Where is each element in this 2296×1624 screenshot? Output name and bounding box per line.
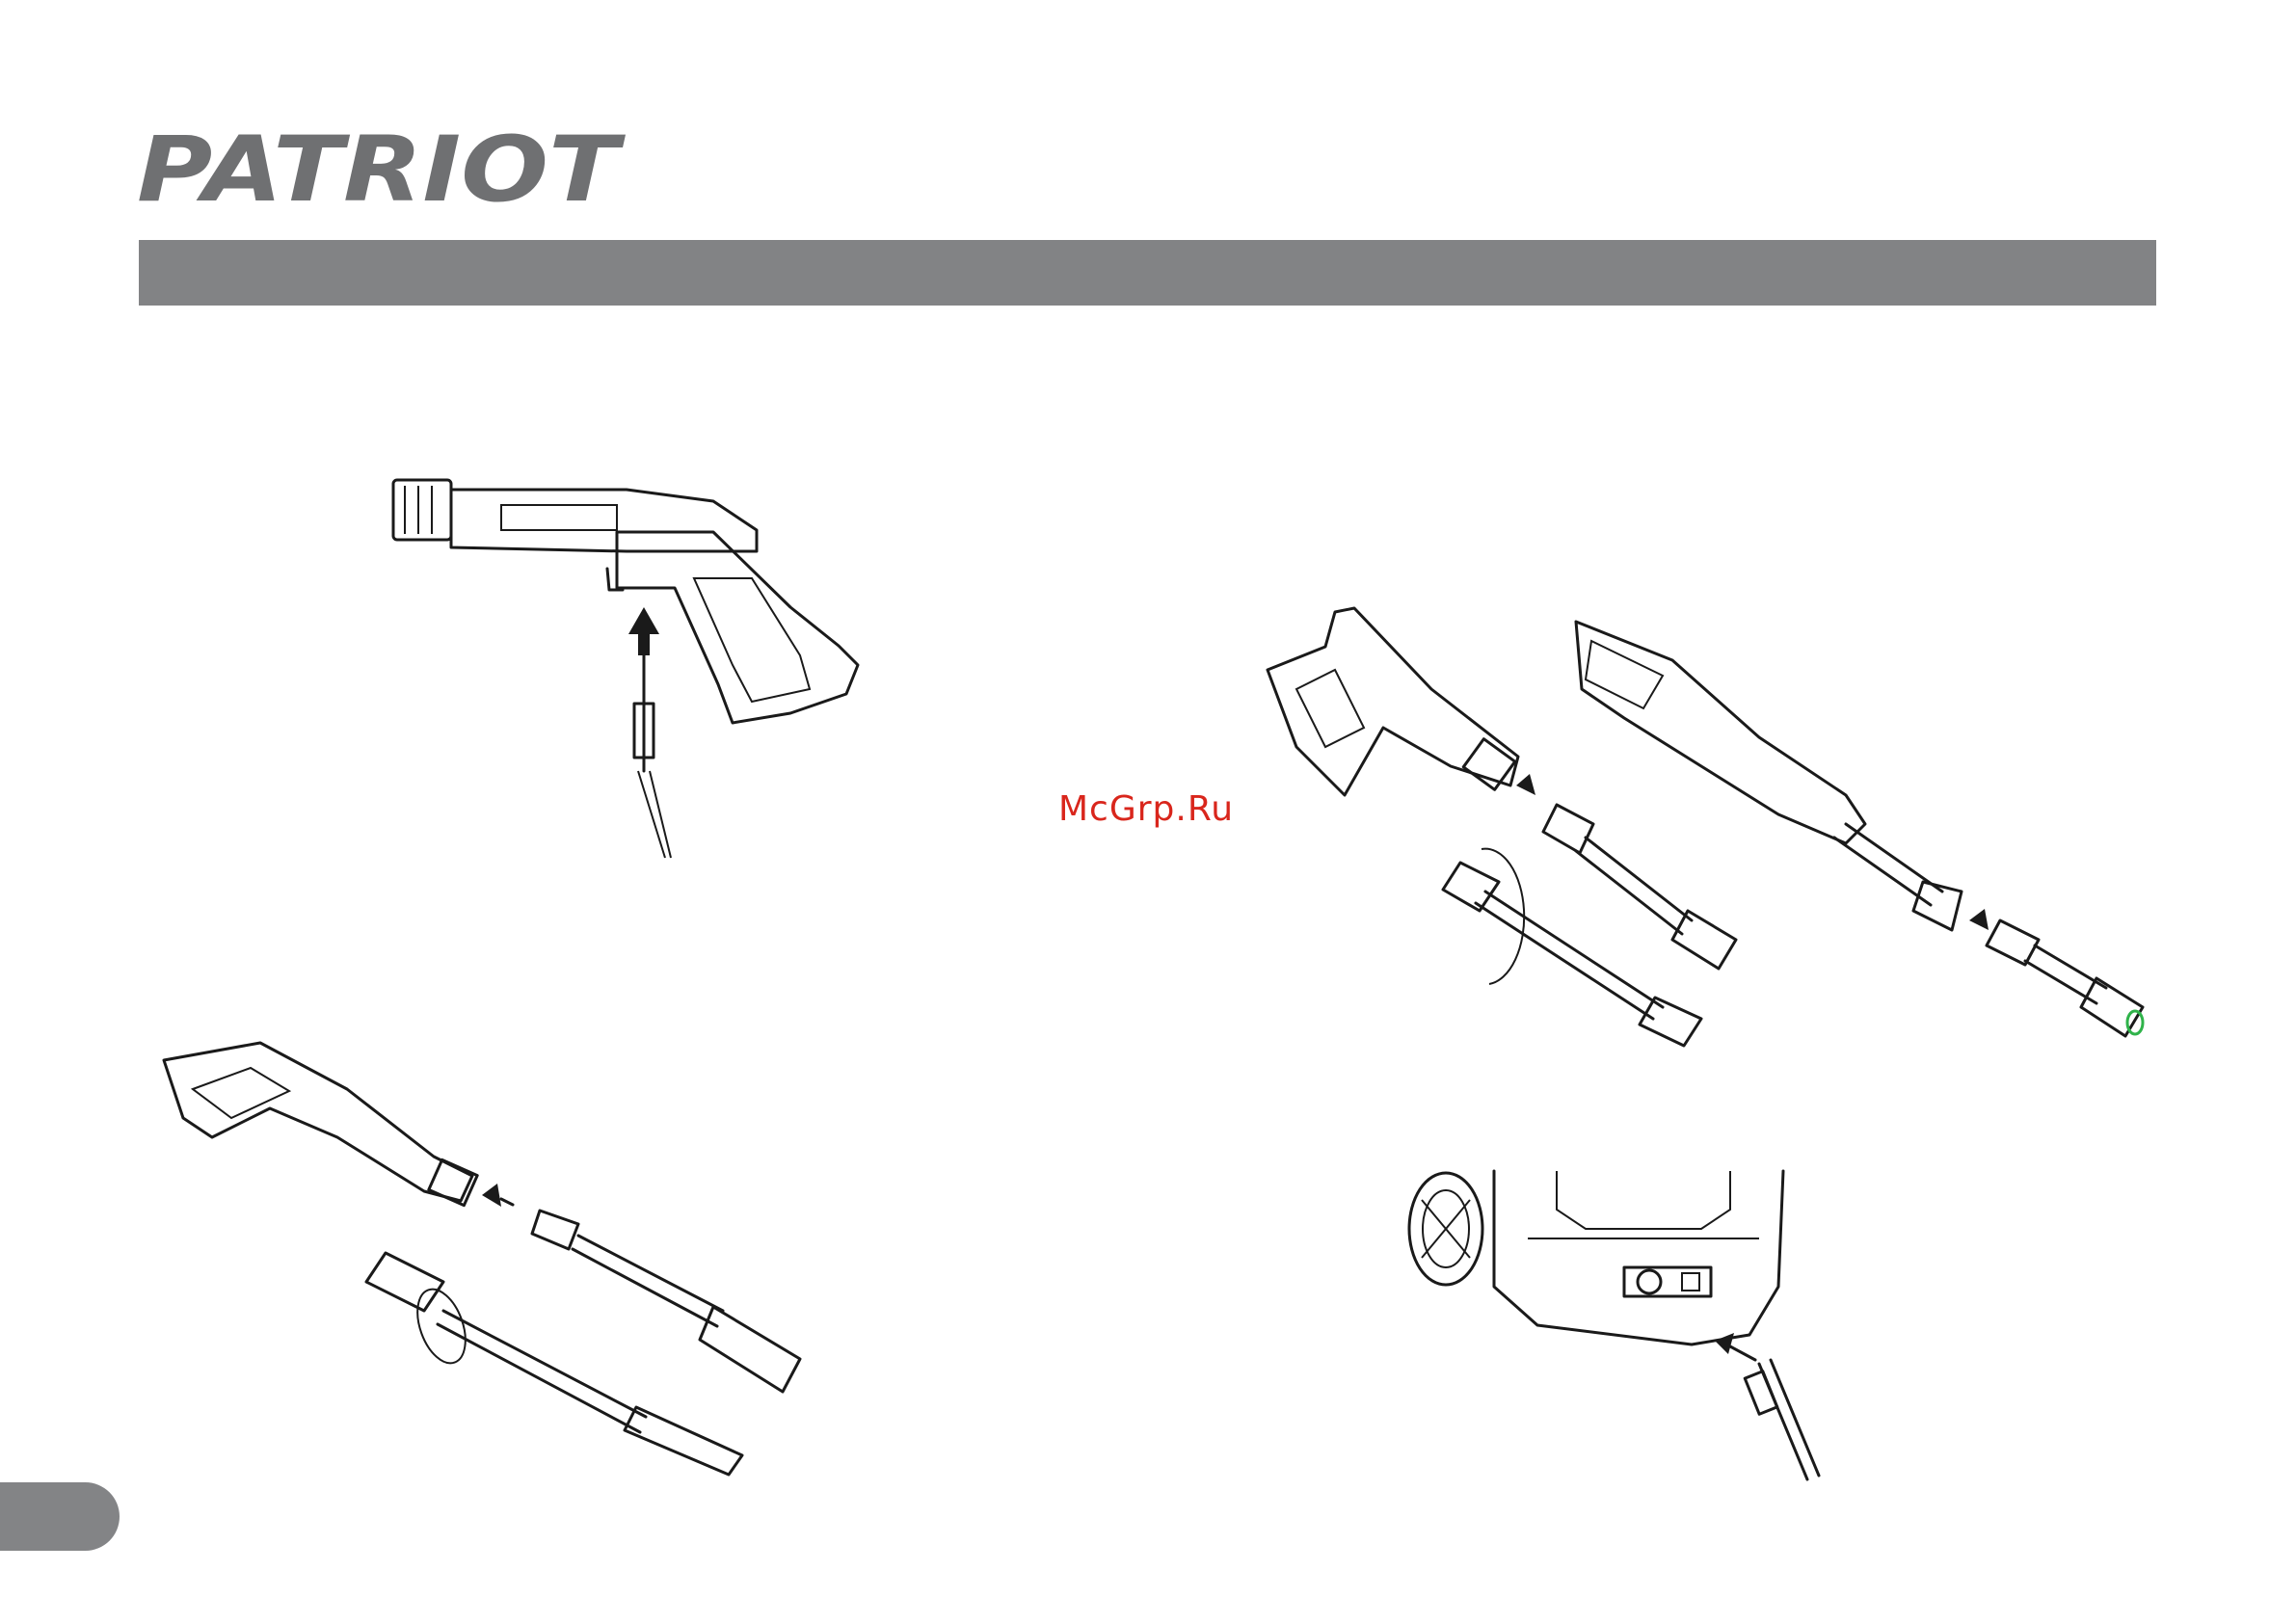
spray-gun-lance-assembly-icon	[154, 1022, 829, 1475]
spray-gun-lance-nozzle-assembly-icon	[1258, 602, 2159, 1055]
figure-gun-hose-connection	[386, 472, 868, 867]
figure-hose-to-unit	[1402, 1171, 1836, 1499]
brand-logo: PATRIOT	[137, 125, 628, 212]
watermark-text: McGrp.Ru	[1058, 789, 1234, 829]
figure-lance-attach-right	[1258, 602, 2159, 1055]
page-number-tab	[0, 1482, 120, 1551]
brand-logo-text: PATRIOT	[137, 125, 627, 212]
figure-lance-attach-left	[154, 1022, 829, 1475]
spray-gun-with-hose-arrow-icon	[386, 472, 868, 867]
pressure-washer-outlet-hose-icon	[1402, 1171, 1836, 1499]
header-band	[139, 240, 2156, 306]
